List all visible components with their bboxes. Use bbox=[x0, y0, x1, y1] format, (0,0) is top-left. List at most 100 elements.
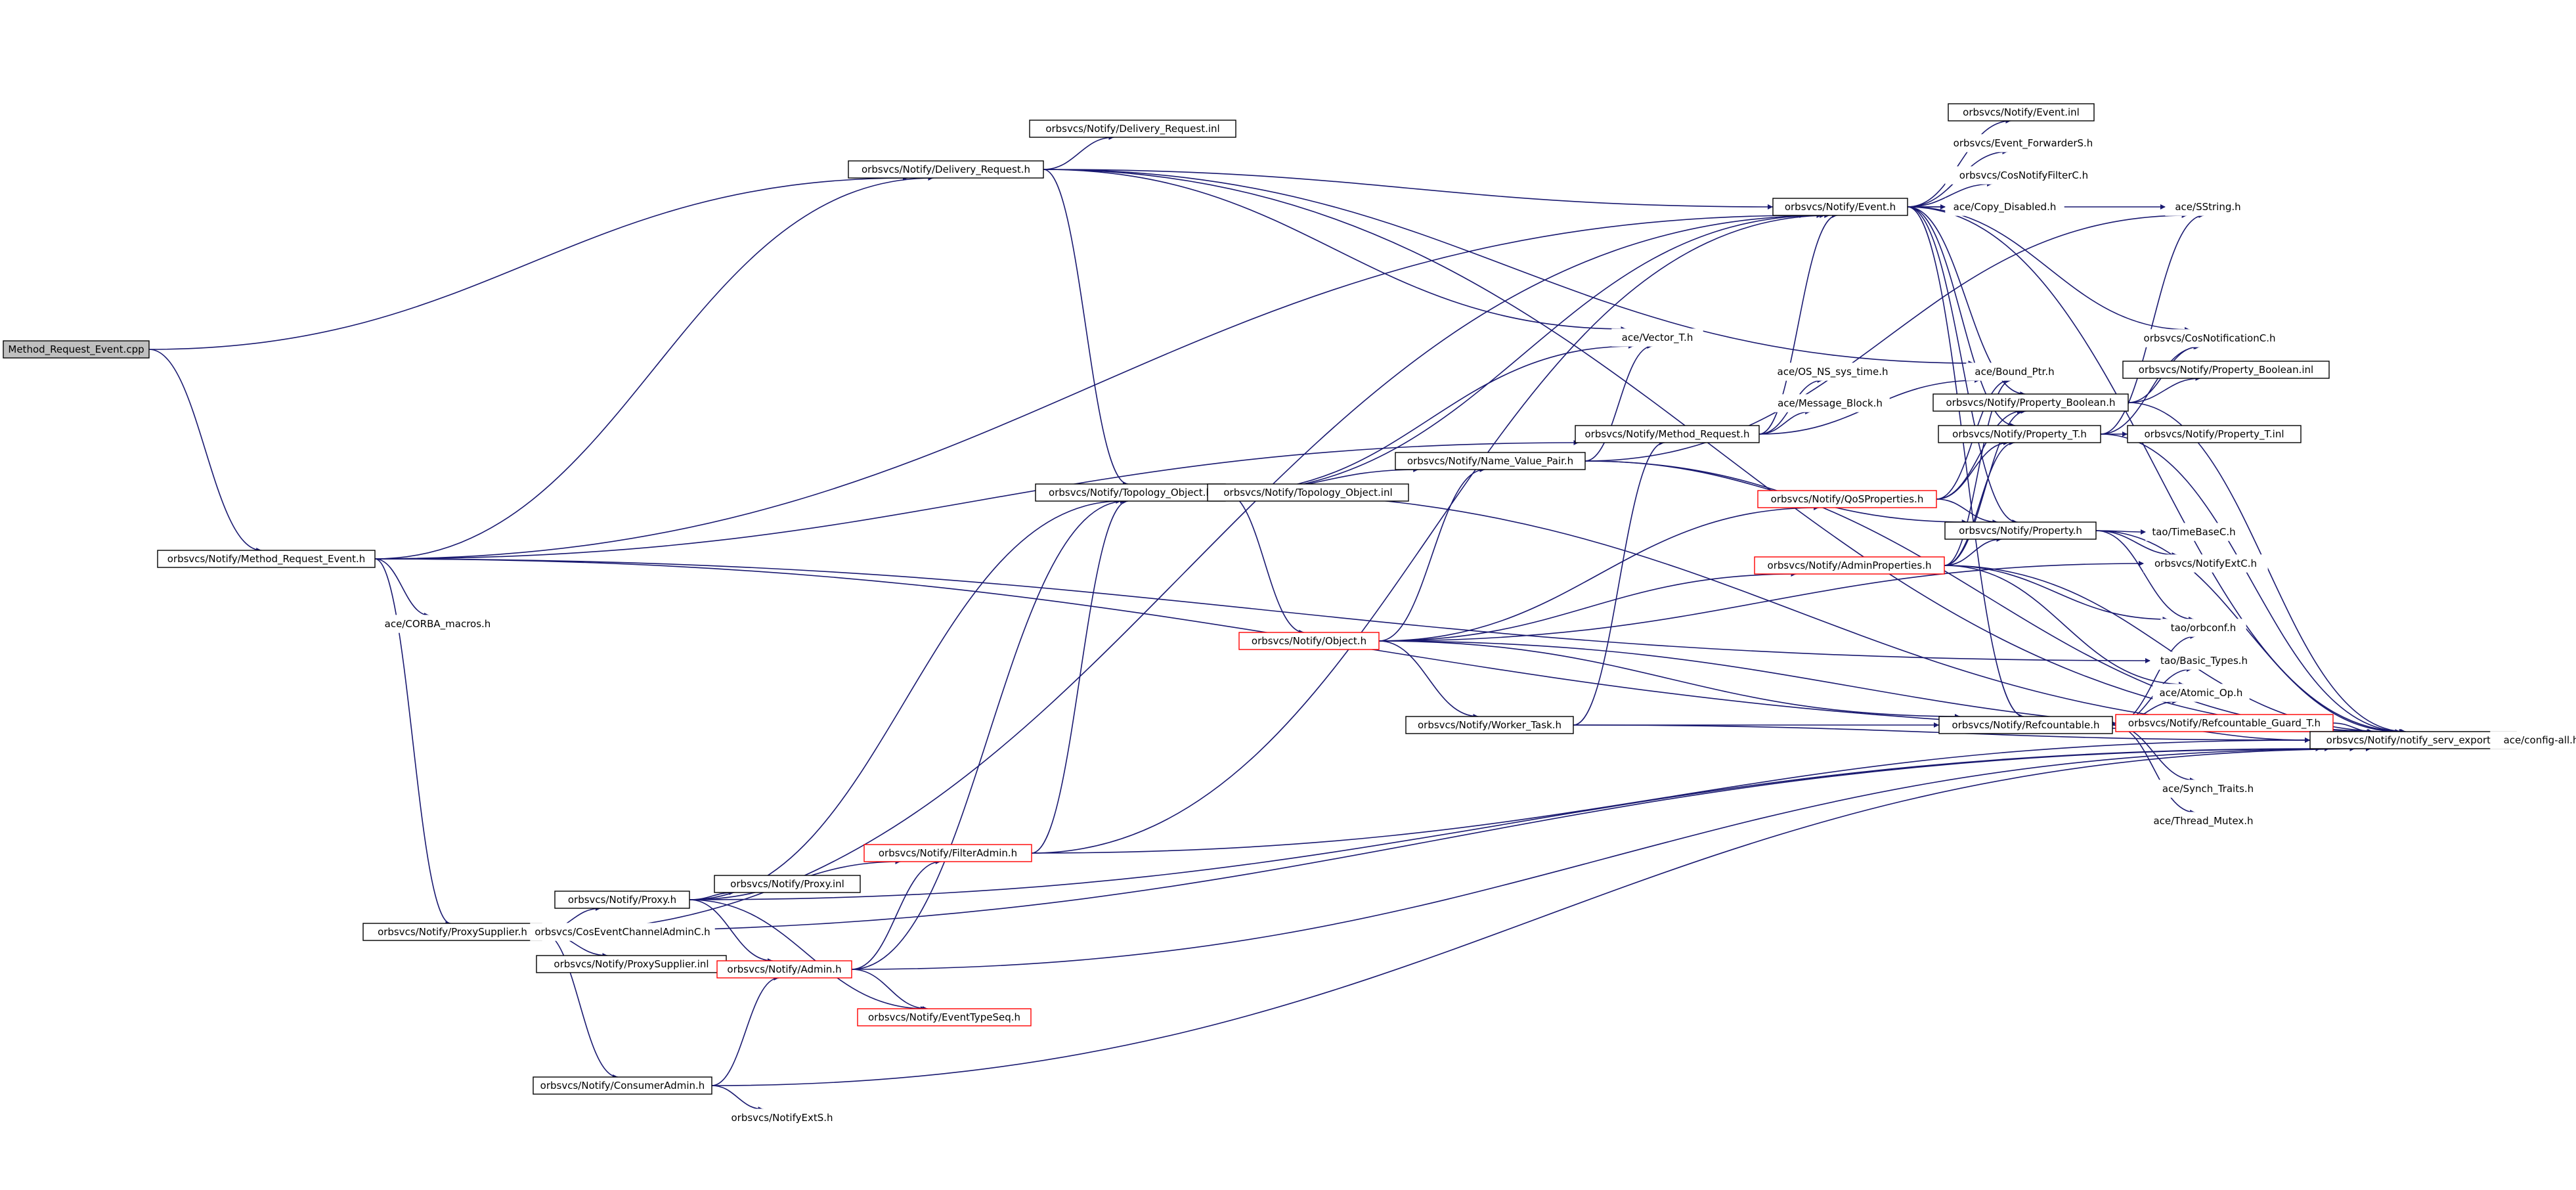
graph-node[interactable]: orbsvcs/Notify/FilterAdmin.h bbox=[863, 844, 1032, 862]
node-label: ace/Synch_Traits.h bbox=[2162, 783, 2254, 795]
dependency-edge bbox=[541, 931, 619, 1080]
node-box bbox=[1757, 490, 1937, 508]
graph-node[interactable]: orbsvcs/Notify/Refcountable_Guard_T.h bbox=[2115, 714, 2334, 732]
node-label: orbsvcs/Notify/Method_Request_Event.h bbox=[167, 553, 366, 565]
graph-node[interactable]: orbsvcs/Notify/Property_Boolean.h bbox=[1932, 393, 2129, 412]
graph-node[interactable]: orbsvcs/Notify/Property.h bbox=[1944, 521, 2097, 540]
dependency-edge bbox=[1936, 498, 1998, 525]
node-box bbox=[1611, 328, 1703, 347]
graph-node[interactable]: ace/Vector_T.h bbox=[1611, 328, 1703, 347]
graph-node[interactable]: orbsvcs/Notify/Topology_Object.h bbox=[1035, 483, 1226, 502]
dependency-edge bbox=[541, 746, 2330, 933]
dependency-edge bbox=[1944, 537, 2002, 566]
node-label: ace/SString.h bbox=[2175, 201, 2240, 213]
graph-node[interactable]: orbsvcs/NotifyExtC.h bbox=[2143, 554, 2268, 573]
graph-node[interactable]: ace/Atomic_Op.h bbox=[2152, 684, 2250, 702]
dependency-edge bbox=[689, 498, 1122, 900]
graph-node[interactable]: orbsvcs/CosNotificationC.h bbox=[2131, 329, 2288, 347]
nodes-layer: Method_Request_Event.cpp orbsvcs/Notify/D… bbox=[3, 103, 2576, 1127]
graph-node[interactable]: orbsvcs/Event_ForwarderS.h bbox=[1944, 134, 2102, 152]
graph-node[interactable]: ace/CORBA_macros.h bbox=[381, 615, 494, 633]
node-label: orbsvcs/Notify/Refcountable_Guard_T.h bbox=[2128, 717, 2321, 730]
graph-node[interactable]: orbsvcs/Notify/Name_Value_Pair.h bbox=[1395, 452, 1586, 470]
graph-node[interactable]: orbsvcs/Notify/EventTypeSeq.h bbox=[857, 1008, 1032, 1026]
graph-node[interactable]: tao/TimeBaseC.h bbox=[2145, 523, 2242, 541]
node-box bbox=[530, 923, 715, 941]
graph-node[interactable]: orbsvcs/Notify/Event.inl bbox=[1948, 103, 2095, 121]
graph-node[interactable]: orbsvcs/Notify/Property_T.h bbox=[1938, 425, 2101, 443]
node-label: orbsvcs/Notify/Proxy.inl bbox=[730, 878, 844, 890]
node-label: orbsvcs/Notify/Name_Value_Pair.h bbox=[1407, 455, 1573, 468]
graph-node[interactable]: orbsvcs/Notify/ConsumerAdmin.h bbox=[533, 1076, 712, 1095]
graph-node[interactable]: orbsvcs/Notify/Topology_Object.inl bbox=[1207, 483, 1409, 502]
dependency-edge bbox=[374, 213, 1805, 560]
dependency-edge bbox=[541, 213, 1825, 933]
dependency-edge bbox=[1584, 213, 2187, 462]
graph-node[interactable]: ace/OS_NS_sys_time.h bbox=[1770, 363, 1895, 381]
node-box bbox=[1772, 198, 1908, 216]
node-box bbox=[362, 923, 542, 941]
dependency-edge bbox=[1907, 206, 2018, 525]
graph-node[interactable]: ace/Copy_Disabled.h bbox=[1945, 198, 2064, 216]
graph-node[interactable]: ace/SString.h bbox=[2165, 198, 2251, 216]
graph-node[interactable]: ace/Bound_Ptr.h bbox=[1966, 363, 2063, 381]
node-label: orbsvcs/Event_ForwarderS.h bbox=[1954, 137, 2093, 150]
node-label: ace/Copy_Disabled.h bbox=[1954, 201, 2057, 213]
dependency-edge bbox=[1378, 640, 1960, 719]
graph-node[interactable]: ace/Thread_Mutex.h bbox=[2147, 812, 2260, 830]
dependency-edge bbox=[1944, 440, 2015, 566]
graph-node[interactable]: orbsvcs/Notify/Admin.h bbox=[716, 960, 852, 979]
dependency-edge bbox=[689, 746, 2321, 900]
dependency-edge bbox=[1907, 118, 2011, 208]
node-label: orbsvcs/Notify/Event.inl bbox=[1963, 106, 2080, 118]
graph-node[interactable]: orbsvcs/Notify/notify_serv_export.h bbox=[2309, 731, 2517, 749]
graph-node[interactable]: orbsvcs/CosNotifyFilterC.h bbox=[1945, 166, 2103, 185]
graph-node[interactable]: orbsvcs/Notify/Proxy.h bbox=[554, 891, 690, 909]
dependency-edge bbox=[1907, 206, 2016, 428]
graph-node[interactable]: orbsvcs/Notify/QoSProperties.h bbox=[1757, 490, 1937, 508]
graph-node[interactable]: ace/Synch_Traits.h bbox=[2151, 780, 2265, 798]
graph-node[interactable]: orbsvcs/Notify/AdminProperties.h bbox=[1754, 556, 1945, 575]
node-label: tao/Basic_Types.h bbox=[2160, 655, 2248, 667]
edges-layer bbox=[148, 118, 2516, 1112]
graph-node[interactable]: orbsvcs/Notify/Proxy.inl bbox=[714, 875, 861, 893]
node-box bbox=[1575, 425, 1760, 443]
node-box bbox=[863, 844, 1032, 862]
node-box bbox=[1932, 393, 2129, 412]
graph-node[interactable]: orbsvcs/Notify/Object.h bbox=[1238, 632, 1380, 650]
node-label: ace/Vector_T.h bbox=[1622, 332, 1693, 344]
dependency-edge bbox=[851, 498, 1125, 970]
graph-node[interactable]: tao/Basic_Types.h bbox=[2150, 651, 2258, 670]
node-box bbox=[2145, 523, 2242, 541]
graph-node[interactable]: orbsvcs/Notify/ProxySupplier.h bbox=[362, 923, 542, 941]
graph-node[interactable]: Method_Request_Event.cpp bbox=[3, 340, 150, 359]
graph-node[interactable]: orbsvcs/Notify/Delivery_Request.inl bbox=[1029, 120, 1236, 138]
graph-node[interactable]: tao/orbconf.h bbox=[2160, 619, 2246, 637]
dependency-edge bbox=[1573, 440, 1665, 726]
graph-node[interactable]: ace/config-all.h bbox=[2490, 731, 2576, 749]
node-box bbox=[857, 1008, 1032, 1026]
node-label: orbsvcs/Notify/Delivery_Request.h bbox=[862, 164, 1030, 176]
graph-node[interactable]: orbsvcs/NotifyExtS.h bbox=[720, 1109, 844, 1127]
node-box bbox=[2151, 780, 2265, 798]
graph-node[interactable]: orbsvcs/Notify/Worker_Task.h bbox=[1405, 716, 1574, 734]
graph-node[interactable]: orbsvcs/Notify/Refcountable.h bbox=[1938, 716, 2113, 734]
node-label: orbsvcs/Notify/AdminProperties.h bbox=[1768, 560, 1932, 571]
graph-node[interactable]: orbsvcs/Notify/Event.h bbox=[1772, 198, 1908, 216]
graph-node[interactable]: orbsvcs/Notify/Method_Request.h bbox=[1575, 425, 1760, 443]
graph-node[interactable]: orbsvcs/Notify/Property_T.inl bbox=[2127, 425, 2302, 443]
node-box bbox=[1238, 632, 1380, 650]
graph-node[interactable]: orbsvcs/Notify/Delivery_Request.h bbox=[848, 160, 1044, 179]
dependency-edge bbox=[2095, 530, 2401, 734]
node-box bbox=[1770, 394, 1890, 412]
graph-node[interactable]: orbsvcs/Notify/Property_Boolean.inl bbox=[2122, 361, 2330, 379]
dependency-edge bbox=[374, 558, 2151, 663]
graph-node[interactable]: orbsvcs/Notify/ProxySupplier.inl bbox=[536, 955, 727, 973]
graph-node[interactable]: orbsvcs/Notify/Method_Request_Event.h bbox=[157, 550, 376, 568]
node-box bbox=[381, 615, 494, 633]
node-box bbox=[716, 960, 852, 979]
graph-node[interactable]: ace/Message_Block.h bbox=[1770, 394, 1890, 412]
graph-node[interactable]: orbsvcs/CosEventChannelAdminC.h bbox=[530, 923, 715, 941]
dependency-edge bbox=[711, 975, 779, 1086]
